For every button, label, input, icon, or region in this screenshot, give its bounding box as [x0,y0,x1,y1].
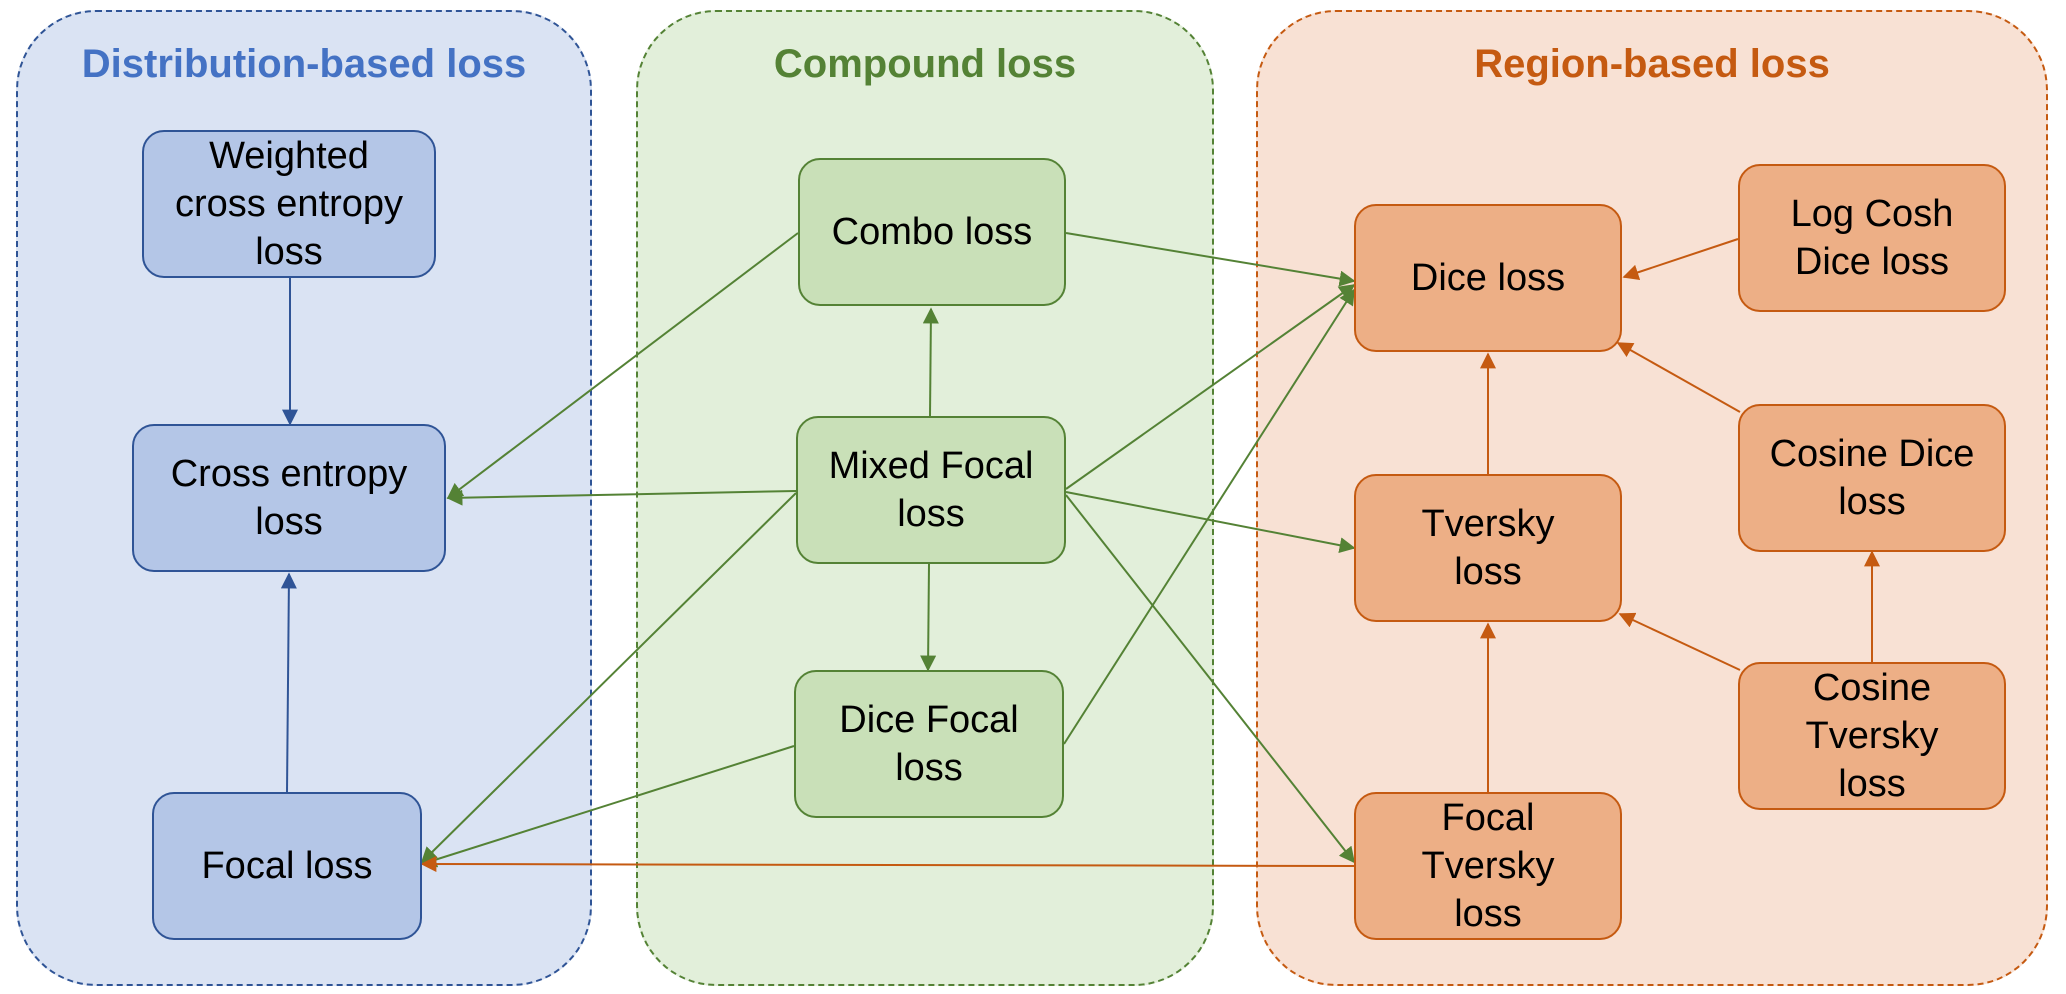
edge-mixed-to-combo [922,307,939,417]
edge-mixed-to-tversky [1065,491,1356,554]
group-title-region: Region-based loss [1474,42,1830,86]
edge-dicefocal-to-focal [420,745,795,868]
node-focal-loss: Focal loss [152,792,422,940]
edge-cosinedice-to-dice [1616,342,1741,413]
edge-logcosh-to-dice [1622,238,1739,281]
edge-mixed-to-dicefocal [920,563,937,672]
node-dice-loss: Dice loss [1354,204,1622,352]
node-combo-loss: Combo loss [798,158,1066,306]
node-cosine-dice-loss: Cosine Dice loss [1738,404,2006,552]
node-mixed-focal-loss: Mixed Focal loss [796,416,1066,564]
edge-combo-to-dice [1065,232,1356,287]
edge-focaltversky-to-focal [420,856,1355,873]
edge-mixed-to-dice [1065,284,1356,490]
node-focal-tversky-loss: Focal Tversky loss [1354,792,1622,940]
edge-mixed-to-focal [420,492,797,864]
node-log-cosh-dice-loss: Log Cosh Dice loss [1738,164,2006,312]
node-cosine-tversky-loss: Cosine Tversky loss [1738,662,2006,810]
node-tversky-loss: Tversky loss [1354,474,1622,622]
edge-dicefocal-to-dice [1063,288,1355,745]
edge-focal-to-ce [280,572,297,793]
edge-mixed-to-ce [446,489,797,506]
edge-combo-to-ce [446,232,799,499]
node-cross-entropy-loss: Cross entropy loss [132,424,446,572]
group-title-compound: Compound loss [773,42,1077,86]
node-dice-focal-loss: Dice Focal loss [794,670,1064,818]
node-weighted-cross-entropy-loss: Weighted cross entropy loss [142,130,436,278]
edge-cosinetversky-to-tversky [1618,612,1741,671]
group-title-distribution: Distribution-based loss [81,42,527,86]
edge-mixed-to-focaltversky [1065,494,1355,864]
